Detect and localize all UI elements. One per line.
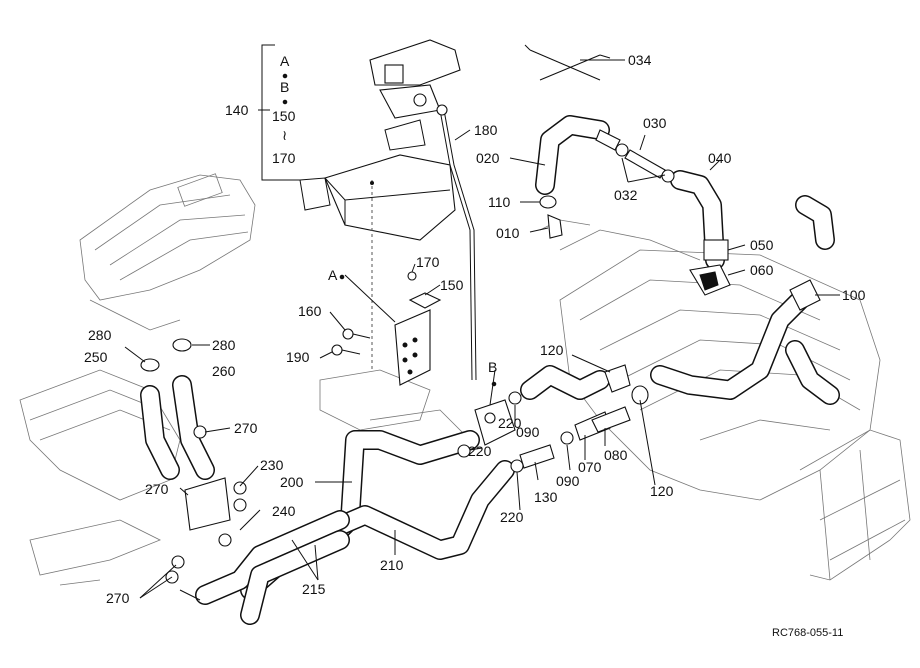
label-034: 034 xyxy=(628,52,652,68)
label-230: 230 xyxy=(260,457,284,473)
label-090-lower: 090 xyxy=(556,473,580,489)
drawing-code: RC768-055-11 xyxy=(772,627,843,639)
label-010: 010 xyxy=(496,225,520,241)
clamps-090 xyxy=(508,391,574,445)
reservoir-tank xyxy=(299,154,456,370)
label-group-a: A xyxy=(280,53,290,69)
pipe-030 xyxy=(595,129,666,179)
label-160: 160 xyxy=(298,303,322,319)
connector-rod-180 xyxy=(436,104,477,381)
hose-020 xyxy=(535,115,610,195)
bracket-230 xyxy=(184,477,247,531)
label-120-upper: 120 xyxy=(540,342,564,358)
label-090-upper: 090 xyxy=(516,424,540,440)
hose-040 xyxy=(670,170,725,270)
label-220-lower: 220 xyxy=(500,509,524,525)
housing-060 xyxy=(689,264,731,296)
label-260: 260 xyxy=(212,363,236,379)
mounting-plate xyxy=(394,292,442,386)
label-220-middle: 220 xyxy=(468,443,492,459)
label-215: 215 xyxy=(302,581,326,597)
label-280-left: 280 xyxy=(88,327,112,343)
label-group-tilde: ≀ xyxy=(282,127,287,143)
label-point-a: A xyxy=(328,267,338,283)
thermostat-housing-top xyxy=(369,39,461,151)
pipe-070-080 xyxy=(574,406,631,441)
screw-170b xyxy=(407,271,417,281)
water-flange xyxy=(474,399,516,446)
hose-250 xyxy=(140,358,180,480)
hose-215 xyxy=(179,510,350,625)
label-020: 020 xyxy=(476,150,500,166)
clamps-220 xyxy=(457,444,524,473)
label-100: 100 xyxy=(842,287,866,303)
label-240: 240 xyxy=(272,503,296,519)
label-270-bottom: 270 xyxy=(106,590,130,606)
hose-120-upper xyxy=(520,364,649,405)
hose-right-100 xyxy=(650,195,840,405)
label-group-b: B xyxy=(280,79,289,95)
label-050: 050 xyxy=(750,237,774,253)
group-dot-1 xyxy=(282,73,288,79)
label-200: 200 xyxy=(280,474,304,490)
label-040: 040 xyxy=(708,150,732,166)
group-dot-2 xyxy=(282,99,288,105)
bolt-190 xyxy=(331,344,361,356)
radiator-upper-outline xyxy=(79,173,256,331)
label-150: 150 xyxy=(440,277,464,293)
label-270-top: 270 xyxy=(234,420,258,436)
point-b-dot xyxy=(491,381,497,387)
label-250: 250 xyxy=(84,349,108,365)
bolt-160 xyxy=(342,328,371,340)
label-280-right: 280 xyxy=(212,337,236,353)
label-070: 070 xyxy=(578,459,602,475)
label-190: 190 xyxy=(286,349,310,365)
leader-lines xyxy=(124,44,840,599)
label-080: 080 xyxy=(604,447,628,463)
fitting-110 xyxy=(539,195,557,209)
label-140: 140 xyxy=(225,102,249,118)
thermostat-050 xyxy=(703,239,729,261)
point-a-dot xyxy=(339,274,345,280)
label-130: 130 xyxy=(534,489,558,505)
label-group-150: 150 xyxy=(272,108,296,124)
fitting-010 xyxy=(547,214,563,239)
label-220-upper: 220 xyxy=(498,415,522,431)
label-210: 210 xyxy=(380,557,404,573)
label-060: 060 xyxy=(750,262,774,278)
label-170: 170 xyxy=(416,254,440,270)
chassis-rail-right xyxy=(799,429,911,581)
pipe-130 xyxy=(519,444,555,469)
cross-tool-034 xyxy=(524,44,611,81)
label-270-middle: 270 xyxy=(145,481,169,497)
label-030: 030 xyxy=(643,115,667,131)
label-110: 110 xyxy=(488,194,511,210)
label-180: 180 xyxy=(474,122,498,138)
label-120-lower: 120 xyxy=(650,483,674,499)
hose-260 xyxy=(172,338,215,480)
label-point-b: B xyxy=(488,359,497,375)
label-032: 032 xyxy=(614,187,638,203)
label-group-170: 170 xyxy=(272,150,296,166)
part-labels: 034 140 A B 150 ≀ 170 180 030 020 040 03… xyxy=(84,52,866,606)
